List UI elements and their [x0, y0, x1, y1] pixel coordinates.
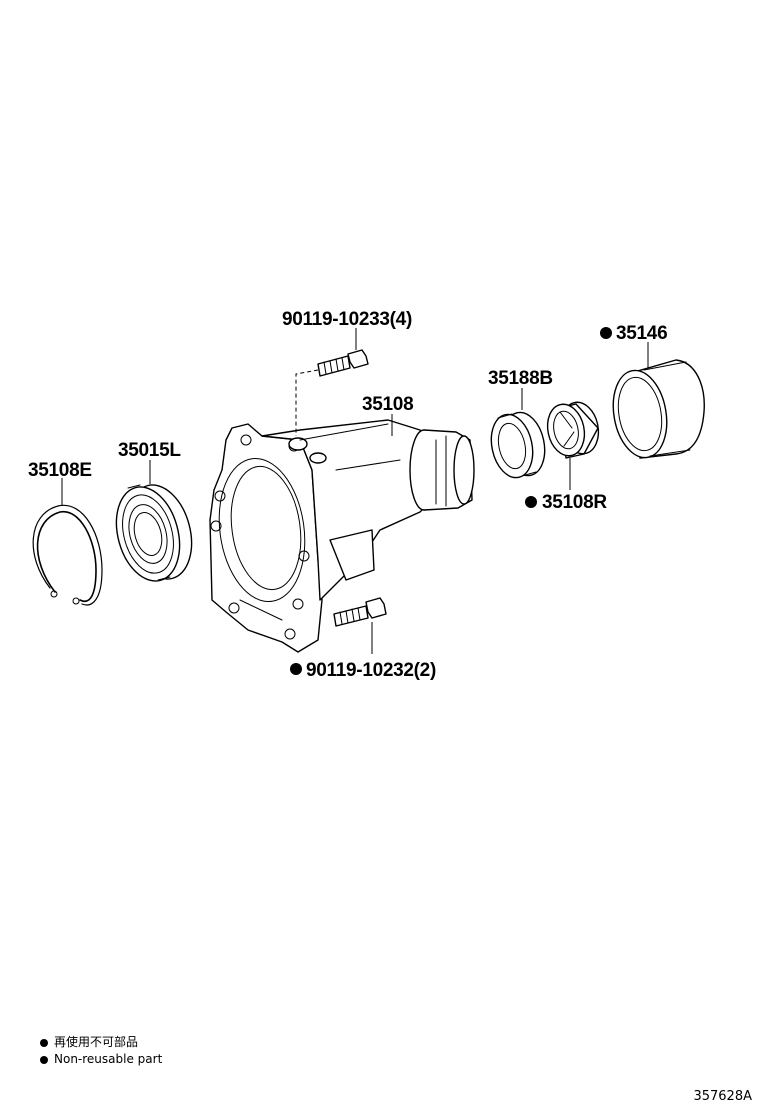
lower-bolt-non-reusable-marker [290, 663, 302, 675]
legend: 再使用不可部品 Non-reusable part [40, 1034, 162, 1068]
dust-cover-drawing [612, 359, 705, 459]
legend-text-en: Non-reusable part [54, 1052, 163, 1066]
sleeve-non-reusable-marker [525, 496, 537, 508]
snap-ring-label: 35108E [28, 460, 92, 481]
non-reusable-dot-icon [40, 1038, 48, 1047]
dust-cover-label: 35146 [616, 323, 667, 344]
legend-row-jp: 再使用不可部品 [40, 1034, 162, 1051]
dust-cover-non-reusable-marker [600, 327, 612, 339]
non-reusable-dot-icon [40, 1055, 48, 1064]
legend-row-en: Non-reusable part [40, 1051, 162, 1068]
legend-text-jp: 再使用不可部品 [54, 1035, 139, 1049]
extension-housing-drawing [209, 419, 475, 653]
sleeve-label: 35108R [542, 492, 607, 513]
snap-ring-drawing [32, 504, 103, 606]
sleeve-drawing [546, 401, 600, 459]
bearing-label: 35015L [118, 440, 181, 461]
lower-bolt-label: 90119-10232(2) [306, 660, 436, 681]
upper-bolt-drawing [317, 349, 369, 377]
bearing-drawing [115, 484, 193, 582]
oil-seal-drawing [490, 411, 546, 479]
housing-label: 35108 [362, 394, 413, 415]
lower-bolt-drawing [333, 597, 387, 627]
upper-bolt-dashline [295, 369, 319, 436]
diagram-reference-number: 357628A [693, 1089, 752, 1104]
oil-seal-label: 35188B [488, 368, 553, 389]
upper-bolt-label: 90119-10233(4) [282, 309, 412, 330]
